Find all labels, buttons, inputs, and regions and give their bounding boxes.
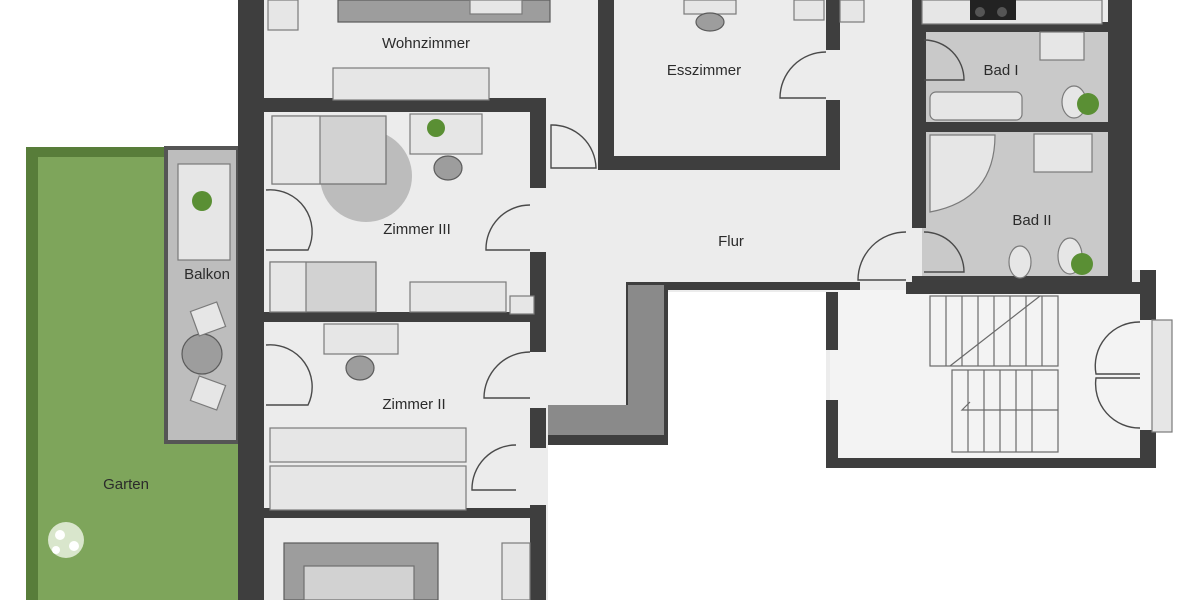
garden-hedge [26, 147, 38, 600]
garden-hedge-top [26, 147, 166, 157]
label-balkon: Balkon [184, 266, 230, 283]
plants [48, 93, 1099, 558]
staircase [929, 295, 1059, 453]
furniture [177, 0, 1103, 600]
label-flur: Flur [718, 233, 744, 250]
walls [238, 0, 1173, 600]
label-esszimmer: Esszimmer [667, 62, 741, 79]
label-zimmer-3: Zimmer III [383, 221, 451, 238]
label-wohnzimmer: Wohnzimmer [382, 35, 470, 52]
label-garten: Garten [103, 476, 149, 493]
label-bad-1: Bad I [983, 62, 1018, 79]
label-zimmer-2: Zimmer II [382, 396, 445, 413]
stairwell-floor [830, 290, 1152, 462]
doors [265, 39, 1141, 491]
label-bad-2: Bad II [1012, 212, 1051, 229]
